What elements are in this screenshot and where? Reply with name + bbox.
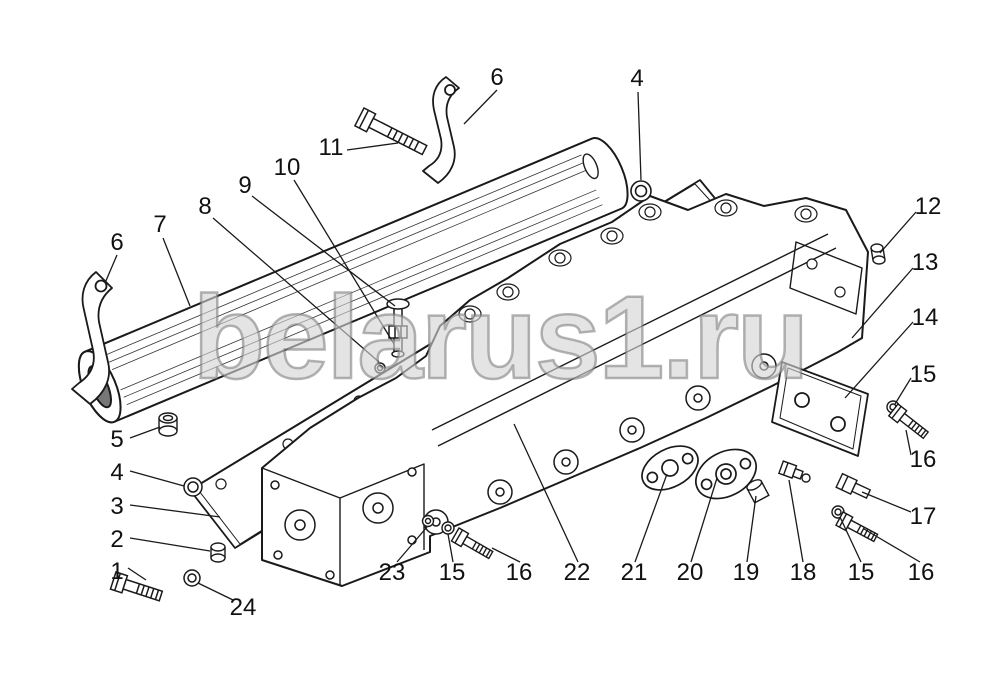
seal-ring-4-left: [183, 477, 203, 497]
callout-label-17: 17: [909, 503, 937, 530]
callout-label-15-right: 15: [909, 361, 937, 388]
flange-20: [695, 448, 757, 500]
callout-label-2: 2: [110, 526, 124, 553]
pin-12: [870, 243, 886, 265]
callout-label-11: 11: [318, 134, 344, 161]
callout-label-13: 13: [911, 249, 939, 276]
callout-label-19: 19: [732, 559, 760, 586]
seal-ring-4-top: [630, 180, 652, 202]
callout-label-12: 12: [914, 193, 942, 220]
washer-24: [183, 569, 201, 587]
callout-label-16-right: 16: [909, 446, 937, 473]
callout-label-15-mid: 15: [438, 559, 466, 586]
callout-label-7: 7: [153, 211, 167, 238]
callout-label-6-top: 6: [490, 64, 504, 91]
bolt-11: [353, 106, 428, 156]
clamp-bracket-top: [422, 76, 460, 184]
callout-label-23: 23: [378, 559, 406, 586]
bolt-16-bottom-mid: [450, 527, 496, 563]
washer-15-bottom-mid: [441, 521, 455, 535]
callout-label-5: 5: [110, 426, 124, 453]
callout-label-21: 21: [620, 559, 648, 586]
spacer-2: [210, 542, 226, 563]
bushing-5: [158, 412, 178, 437]
flange-21: [641, 445, 699, 491]
callout-label-1: 1: [110, 558, 124, 585]
callout-label-10: 10: [273, 154, 301, 181]
clamp-bracket-left: [71, 271, 113, 405]
cover-plate-14: [771, 361, 869, 457]
callout-label-15-br: 15: [847, 559, 875, 586]
callout-label-14: 14: [911, 304, 939, 331]
callout-label-24: 24: [229, 594, 257, 621]
callout-label-18: 18: [789, 559, 817, 586]
fitting-17: [835, 472, 872, 500]
callout-label-4-left: 4: [110, 459, 124, 486]
callout-label-3: 3: [110, 493, 124, 520]
leader-lines: [104, 89, 921, 601]
callout-label-6-left: 6: [110, 229, 124, 256]
drain-valve: [374, 298, 410, 374]
callout-label-16-mid: 16: [505, 559, 533, 586]
callout-label-16-br: 16: [907, 559, 935, 586]
bolt-1: [109, 571, 164, 602]
fitting-18: [777, 460, 811, 483]
ring-23: [421, 514, 435, 528]
plug-19: [746, 479, 770, 504]
callout-label-9: 9: [238, 172, 252, 199]
callout-label-22: 22: [563, 559, 591, 586]
bolt-16-bottom-right: [835, 511, 880, 546]
callout-label-20: 20: [676, 559, 704, 586]
bolt-16-right: [888, 403, 932, 442]
callout-label-4-top: 4: [630, 65, 644, 92]
callout-label-8: 8: [198, 193, 212, 220]
